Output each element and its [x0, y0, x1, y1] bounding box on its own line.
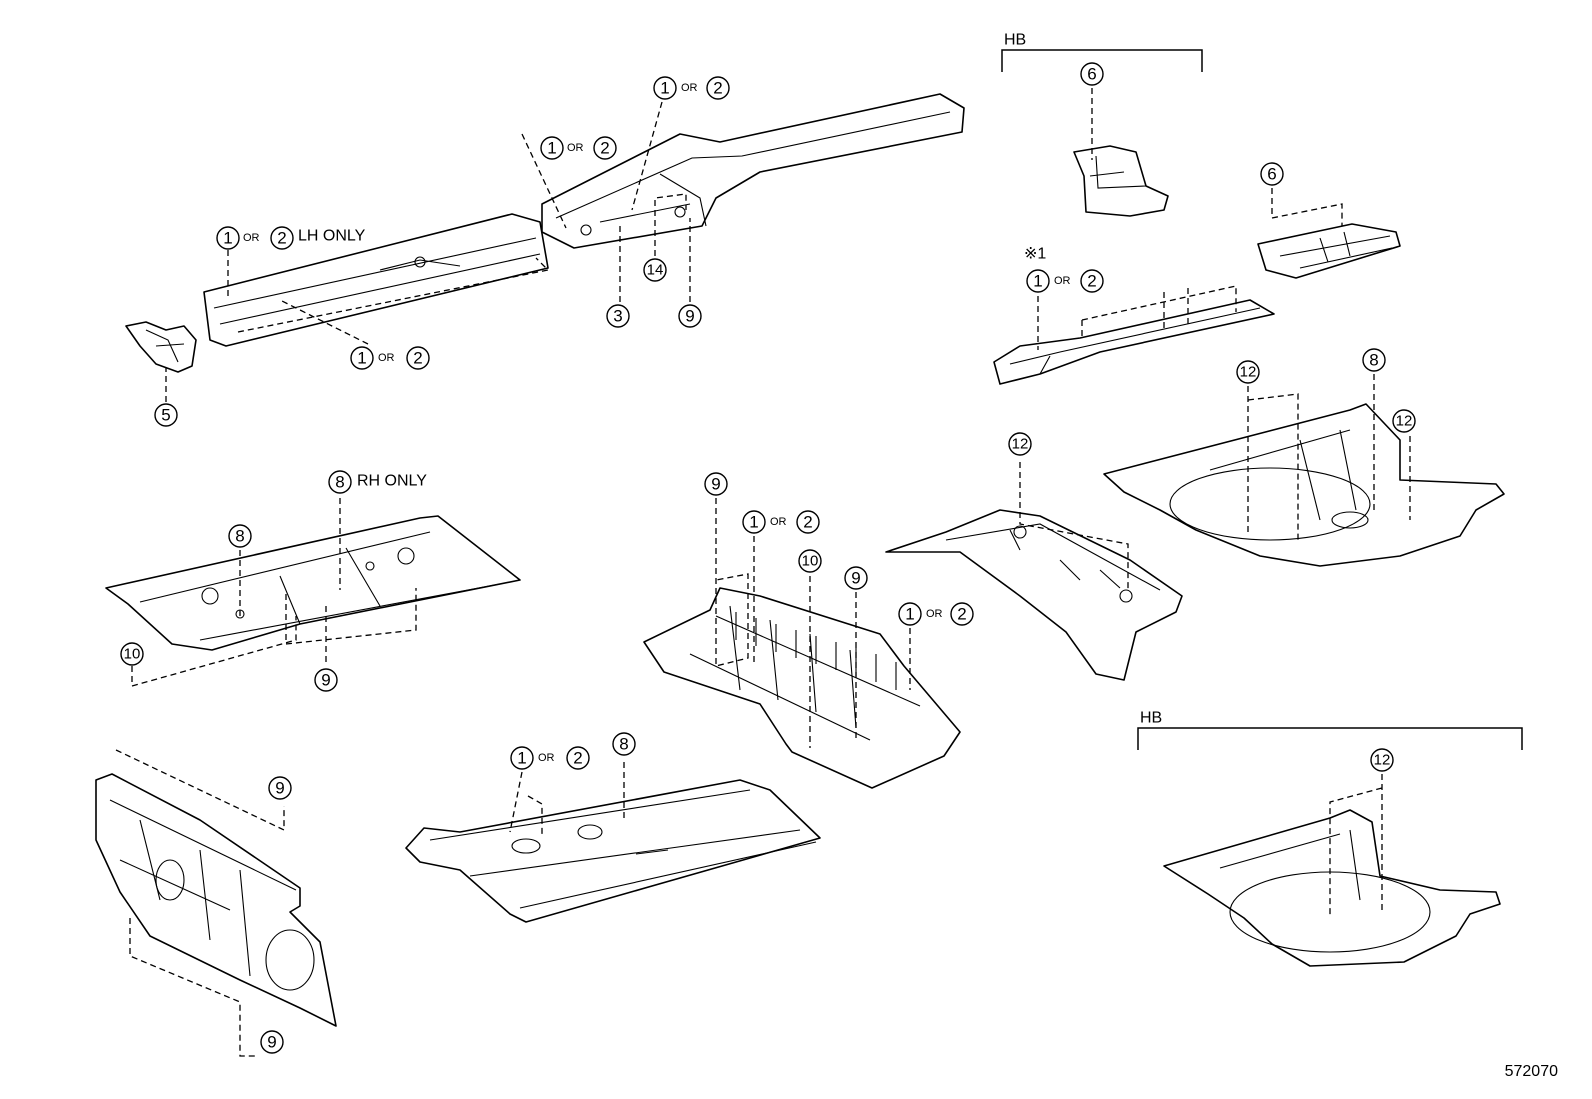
svg-text:3: 3	[613, 307, 622, 326]
svg-text:5: 5	[161, 406, 170, 425]
part-center-floor	[643, 587, 961, 789]
svg-text:10: 10	[802, 553, 819, 570]
part-side-member-lh	[203, 213, 549, 347]
callout-1-or-2-center-right: 1 OR 2	[898, 602, 974, 626]
callout-9-front: 9	[678, 304, 702, 328]
callout-1-or-2-side-member: 1 OR 2	[350, 346, 430, 370]
hb-bracket-top	[1001, 49, 1203, 72]
svg-text:1: 1	[905, 605, 914, 624]
svg-text:2: 2	[413, 349, 422, 368]
svg-text:1: 1	[749, 513, 758, 532]
callout-6: 6	[1260, 162, 1284, 186]
callout-12-a: 12	[1236, 360, 1260, 384]
callout-9-dash-bottom: 9	[260, 1030, 284, 1054]
hb-label-bottom: HB	[1140, 710, 1162, 727]
svg-text:12: 12	[1240, 364, 1257, 381]
svg-text:1: 1	[660, 79, 669, 98]
svg-text:OR: OR	[378, 352, 395, 364]
svg-text:1: 1	[357, 349, 366, 368]
svg-text:9: 9	[267, 1033, 276, 1052]
svg-text:14: 14	[647, 262, 664, 279]
svg-text:1: 1	[1033, 272, 1042, 291]
note-mark-1: ※1	[1024, 246, 1046, 263]
callout-9-center-b: 9	[844, 566, 868, 590]
svg-text:12: 12	[1012, 436, 1029, 453]
svg-text:9: 9	[711, 475, 720, 494]
callout-12-c: 12	[1008, 432, 1032, 456]
callout-9-floor: 9	[314, 668, 338, 692]
svg-text:8: 8	[619, 735, 628, 754]
svg-text:9: 9	[851, 569, 860, 588]
callout-5: 5	[154, 403, 178, 427]
callout-8-floor: 8	[228, 524, 252, 548]
svg-text:6: 6	[1087, 65, 1096, 84]
svg-text:OR: OR	[1054, 275, 1071, 287]
callout-1-or-2-front-b: 1 OR 2	[653, 76, 730, 100]
svg-text:2: 2	[1087, 272, 1096, 291]
svg-text:1: 1	[547, 139, 556, 158]
svg-text:6: 6	[1267, 165, 1276, 184]
svg-text:2: 2	[803, 513, 812, 532]
part-floor-tunnel	[405, 779, 821, 923]
callout-9-center-a: 9	[704, 472, 728, 496]
callout-3: 3	[606, 304, 630, 328]
part-hb-tire-well	[1163, 809, 1501, 967]
hb-bracket-bottom	[1137, 727, 1523, 750]
svg-text:OR: OR	[681, 82, 698, 94]
callout-8-tunnel: 8	[612, 732, 636, 756]
part-rear-floor-tire-well	[1103, 403, 1505, 567]
svg-text:8: 8	[1369, 351, 1378, 370]
callout-14: 14	[643, 258, 667, 282]
callout-1-or-2-lh-only: 1 OR 2 LH ONLY	[216, 226, 366, 250]
svg-text:RH ONLY: RH ONLY	[357, 473, 427, 490]
callout-6-hb: 6	[1080, 62, 1104, 86]
svg-text:12: 12	[1396, 413, 1413, 430]
svg-text:2: 2	[957, 605, 966, 624]
part-dash-panel	[95, 773, 337, 1027]
callout-9-dash-top: 9	[268, 776, 292, 800]
svg-text:OR: OR	[243, 232, 260, 244]
svg-text:12: 12	[1374, 752, 1391, 769]
callout-8-rh-only: 8 RH ONLY	[328, 470, 427, 494]
leader-lines	[115, 88, 1411, 1057]
svg-text:2: 2	[573, 749, 582, 768]
svg-text:2: 2	[713, 79, 722, 98]
callout-8-rear: 8	[1362, 348, 1386, 372]
svg-text:9: 9	[321, 671, 330, 690]
callout-12-hb: 12	[1370, 748, 1394, 772]
svg-text:9: 9	[275, 779, 284, 798]
svg-text:OR: OR	[770, 516, 787, 528]
diagram-code: 572070	[1505, 1063, 1558, 1080]
svg-text:OR: OR	[926, 608, 943, 620]
callout-1-or-2-rear: 1 OR 2	[1026, 269, 1104, 293]
svg-text:OR: OR	[567, 142, 584, 154]
part-front-side-member	[541, 93, 965, 249]
callout-1-or-2-front-a: 1 OR 2	[540, 136, 617, 160]
svg-text:8: 8	[335, 473, 344, 492]
svg-text:2: 2	[600, 139, 609, 158]
svg-text:2: 2	[277, 229, 286, 248]
svg-text:10: 10	[124, 646, 141, 663]
part-hb-bracket-6	[1073, 145, 1169, 217]
part-bracket-5	[125, 321, 197, 373]
callout-10-floor: 10	[120, 642, 144, 666]
callout-10-center: 10	[798, 549, 822, 573]
svg-text:9: 9	[685, 307, 694, 326]
svg-text:LH ONLY: LH ONLY	[298, 228, 366, 245]
svg-text:OR: OR	[538, 752, 555, 764]
part-rear-floor-pan	[885, 509, 1183, 681]
callout-12-b: 12	[1392, 409, 1416, 433]
svg-text:1: 1	[223, 229, 232, 248]
part-crossmember-6	[1257, 223, 1401, 279]
callout-1-or-2-tunnel: 1 OR 2	[510, 746, 590, 770]
hb-label-top: HB	[1004, 32, 1026, 49]
svg-text:8: 8	[235, 527, 244, 546]
part-rear-side-member	[993, 299, 1275, 385]
part-front-floor-pan	[105, 515, 521, 651]
callout-1-or-2-center: 1 OR 2	[742, 510, 820, 534]
svg-text:1: 1	[517, 749, 526, 768]
